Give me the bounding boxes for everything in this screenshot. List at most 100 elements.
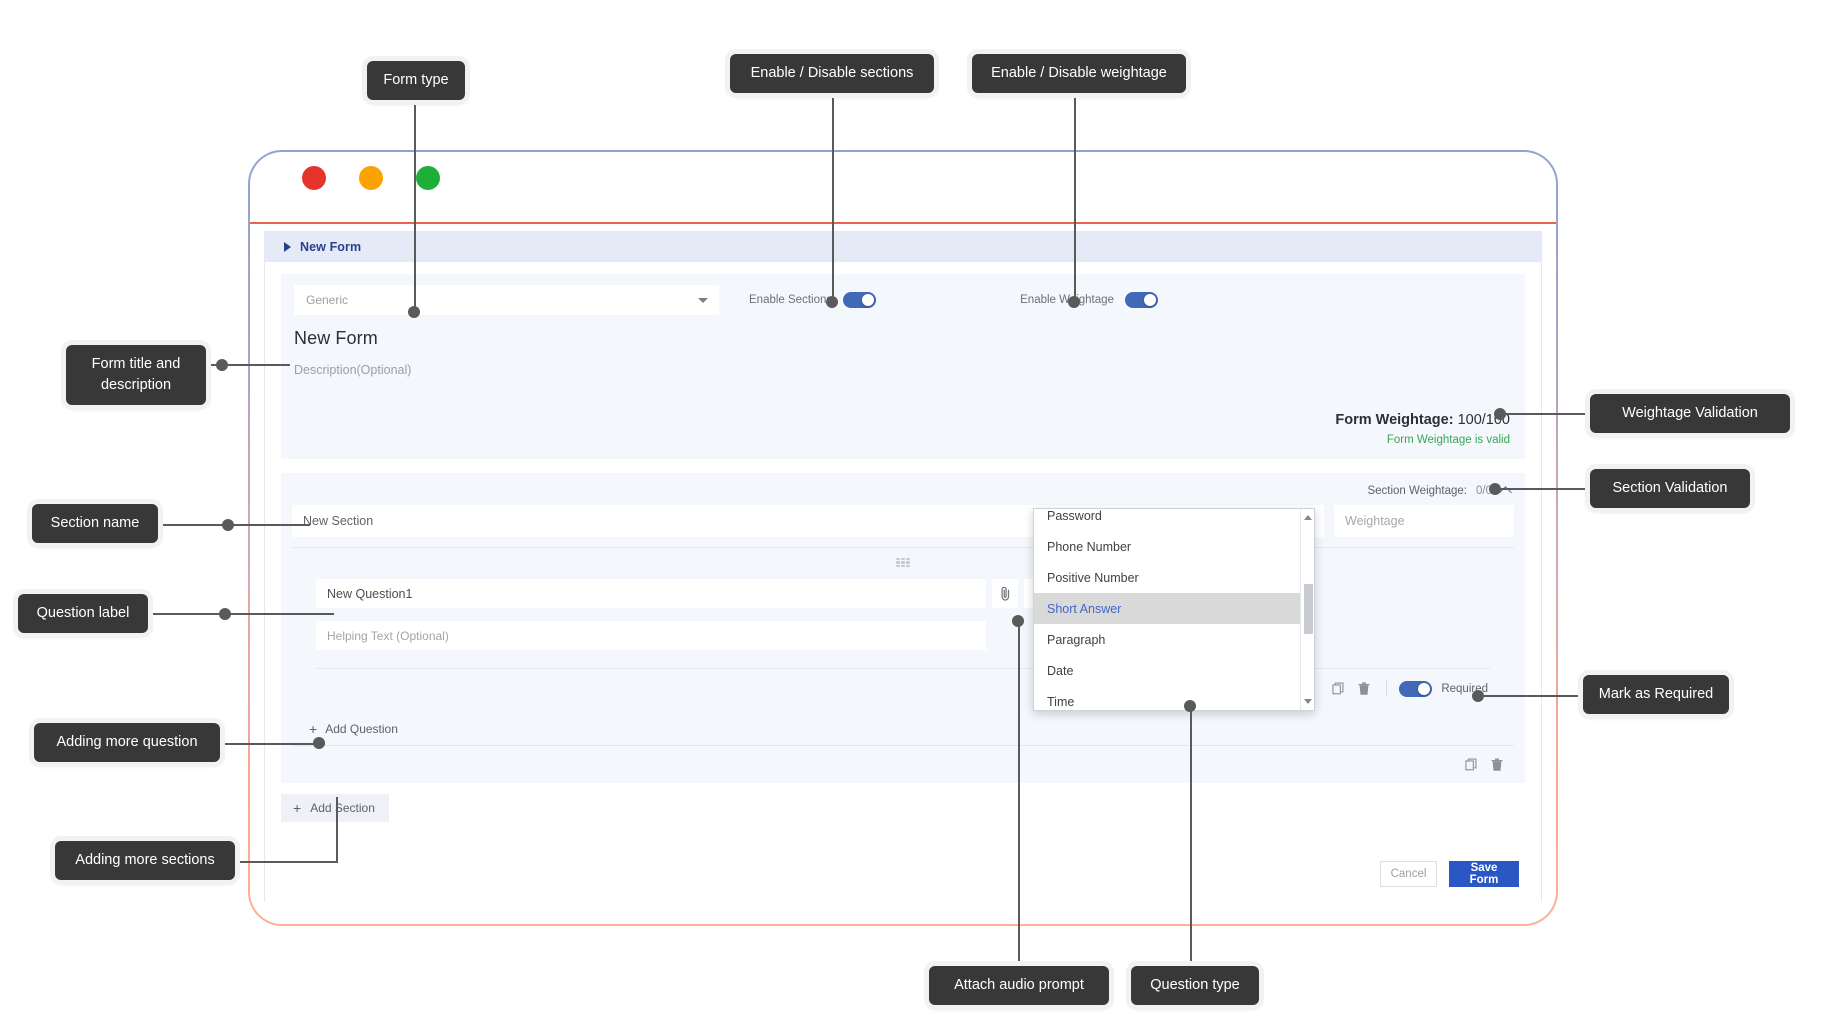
form-weightage-label: Form Weightage: bbox=[1335, 412, 1454, 428]
paperclip-icon[interactable] bbox=[992, 579, 1018, 608]
leader-form-type bbox=[414, 97, 416, 312]
enable-weightage-group[interactable]: Enable Weightage bbox=[1020, 292, 1158, 308]
paperclip-glyph bbox=[1001, 586, 1009, 601]
plus-icon: + bbox=[309, 721, 318, 737]
save-form-button[interactable]: Save Form bbox=[1449, 861, 1519, 887]
form-weightage-valid-text: Form Weightage is valid bbox=[1386, 434, 1510, 446]
minimize-yellow-icon[interactable] bbox=[359, 166, 383, 190]
copy-glyph bbox=[1332, 682, 1344, 695]
form-meta-top-row: Generic Enable Sections Enable Weightage bbox=[294, 285, 1512, 315]
leader-dot-question-label bbox=[219, 608, 231, 620]
annotation-add-more-sections: Adding more sections bbox=[55, 841, 235, 881]
form-weightage-line: Form Weightage: 100/100 bbox=[294, 412, 1510, 428]
leader-dot-question-type bbox=[1184, 700, 1196, 712]
helping-text-input[interactable]: Helping Text (Optional) bbox=[316, 621, 986, 650]
leader-add-sections-h bbox=[233, 861, 338, 863]
annotation-question-type: Question type bbox=[1131, 966, 1259, 1006]
annotation-section-name: Section name bbox=[32, 504, 158, 544]
section-name-row: New Section Weightage bbox=[292, 505, 1514, 537]
leader-attach-audio bbox=[1018, 621, 1020, 966]
leader-section-validation bbox=[1495, 488, 1595, 490]
annotation-add-more-question: Adding more question bbox=[34, 723, 220, 763]
question-type-option-list: Password Phone Number Positive Number Sh… bbox=[1034, 508, 1300, 710]
form-actions: Cancel Save Form bbox=[265, 861, 1519, 887]
section-copy-icon[interactable] bbox=[1458, 752, 1484, 778]
annotation-form-title-desc: Form title and description bbox=[66, 345, 206, 406]
leader-dot-enable-weightage bbox=[1068, 296, 1080, 308]
section-footer bbox=[292, 745, 1514, 783]
option-date[interactable]: Date bbox=[1047, 663, 1074, 678]
section-weightage-input[interactable]: Weightage bbox=[1334, 505, 1514, 537]
annotation-form-type: Form type bbox=[367, 61, 465, 101]
chrome-accent-rule bbox=[250, 222, 1556, 224]
annotation-mark-required: Mark as Required bbox=[1583, 675, 1729, 715]
question-type-dropdown[interactable]: Password Phone Number Positive Number Sh… bbox=[1033, 508, 1315, 711]
leader-enable-sections bbox=[832, 92, 834, 302]
option-paragraph[interactable]: Paragraph bbox=[1047, 632, 1106, 647]
copy-icon[interactable] bbox=[1325, 676, 1351, 702]
enable-sections-label: Enable Sections bbox=[749, 294, 833, 306]
leader-dot-mark-required bbox=[1472, 690, 1484, 702]
leader-dot-form-title bbox=[216, 359, 228, 371]
scrollbar-thumb[interactable] bbox=[1304, 584, 1313, 634]
add-section-button[interactable]: + Add Section bbox=[281, 794, 389, 822]
leader-add-question bbox=[195, 743, 325, 745]
dropdown-scrollbar[interactable] bbox=[1300, 509, 1314, 710]
cancel-button[interactable]: Cancel bbox=[1380, 861, 1437, 887]
browser-window-frame: New Form Generic Enable Sections Enable … bbox=[248, 150, 1558, 926]
window-titlebar bbox=[250, 152, 1556, 224]
section-divider bbox=[292, 547, 1514, 548]
browser-window-inner: New Form Generic Enable Sections Enable … bbox=[250, 152, 1556, 924]
leader-enable-weightage bbox=[1074, 92, 1076, 302]
form-type-select[interactable]: Generic bbox=[294, 285, 719, 315]
annotation-attach-audio: Attach audio prompt bbox=[929, 966, 1109, 1006]
option-password[interactable]: Password bbox=[1047, 508, 1102, 523]
enable-sections-group[interactable]: Enable Sections bbox=[749, 292, 877, 308]
form-type-value: Generic bbox=[306, 293, 349, 307]
enable-sections-toggle[interactable] bbox=[843, 292, 877, 308]
app-content-area: New Form Generic Enable Sections Enable … bbox=[264, 231, 1542, 902]
leader-dot-section-validation bbox=[1489, 483, 1501, 495]
section-weightage-value: 0/0 bbox=[1476, 485, 1492, 497]
caret-right-icon bbox=[284, 242, 291, 252]
leader-dot-attach-audio bbox=[1012, 615, 1024, 627]
question-block: New Question1 Helping Text (Optional) bbox=[292, 579, 1514, 708]
maximize-green-icon[interactable] bbox=[416, 166, 440, 190]
triangle-down-icon[interactable] bbox=[1301, 695, 1314, 708]
section-weightage-label: Section Weightage: bbox=[1367, 485, 1467, 497]
form-description-input[interactable]: Description(Optional) bbox=[294, 363, 412, 377]
form-title-input[interactable]: New Form bbox=[294, 328, 378, 348]
leader-add-sections-v bbox=[336, 797, 338, 863]
section-trash-icon[interactable] bbox=[1484, 752, 1510, 778]
option-time[interactable]: Time bbox=[1047, 694, 1075, 709]
required-toggle[interactable] bbox=[1399, 680, 1433, 697]
add-question-button[interactable]: + Add Question bbox=[292, 713, 1514, 745]
question-label-input[interactable]: New Question1 bbox=[316, 579, 986, 608]
drag-dots-icon[interactable] bbox=[896, 558, 910, 567]
close-red-icon[interactable] bbox=[302, 166, 326, 190]
leader-dot-section-name bbox=[222, 519, 234, 531]
option-short-answer[interactable]: Short Answer bbox=[1034, 593, 1300, 624]
enable-weightage-toggle[interactable] bbox=[1124, 292, 1158, 308]
option-positive-number[interactable]: Positive Number bbox=[1047, 570, 1139, 585]
leader-form-title bbox=[204, 364, 290, 366]
annotation-section-validation: Section Validation bbox=[1590, 469, 1750, 509]
leader-question-type bbox=[1190, 706, 1192, 966]
trash-icon[interactable] bbox=[1351, 676, 1377, 702]
section-card: Section Weightage: 0/0 New Section Weigh… bbox=[281, 473, 1525, 783]
leader-weightage-validation bbox=[1500, 413, 1590, 415]
chevron-down-icon bbox=[698, 297, 708, 303]
add-question-label: Add Question bbox=[325, 722, 398, 736]
leader-question-label bbox=[144, 613, 334, 615]
leader-mark-required bbox=[1478, 695, 1583, 697]
option-phone-number[interactable]: Phone Number bbox=[1047, 539, 1132, 554]
annotation-weightage-validation: Weightage Validation bbox=[1590, 394, 1790, 434]
form-header-bar[interactable]: New Form bbox=[265, 232, 1541, 262]
leader-dot-form-type bbox=[408, 306, 420, 318]
triangle-up-icon[interactable] bbox=[1301, 511, 1314, 524]
annotation-enable-weightage: Enable / Disable weightage bbox=[972, 54, 1186, 94]
annotation-question-label: Question label bbox=[18, 594, 148, 634]
form-header-title: New Form bbox=[300, 240, 362, 254]
traffic-lights bbox=[302, 166, 440, 190]
trash-glyph bbox=[1358, 681, 1370, 695]
